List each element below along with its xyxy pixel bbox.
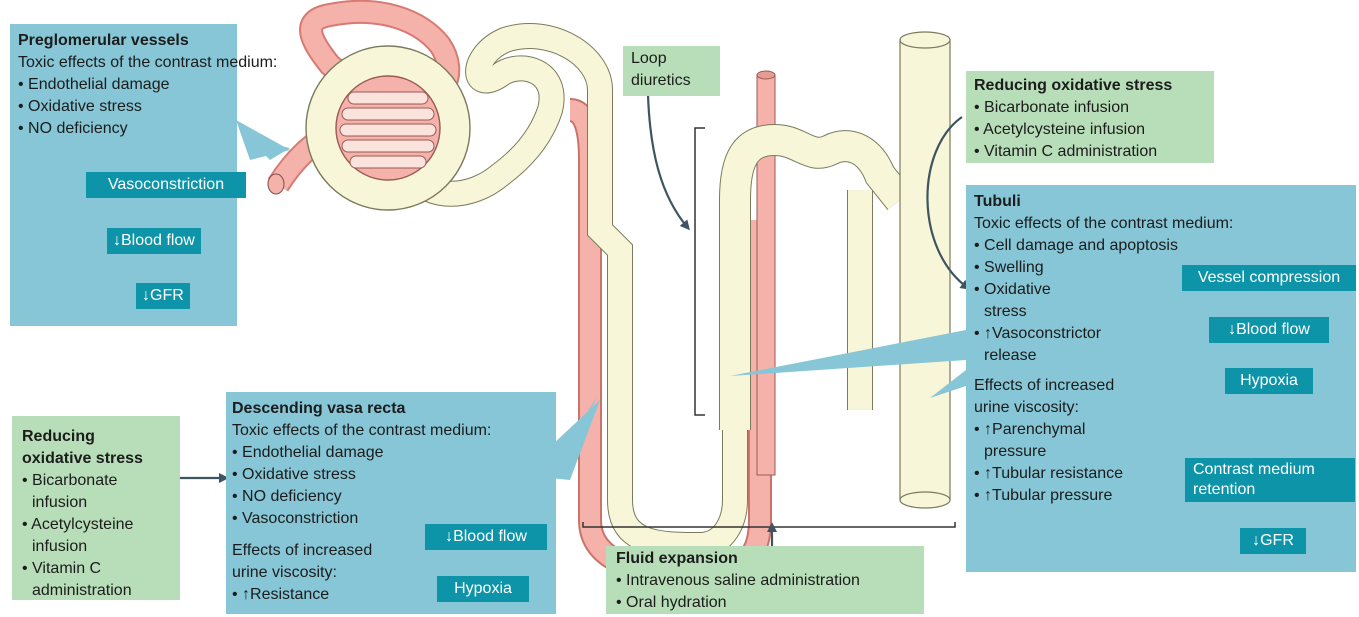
vasa-recta-blood-flow-label: ↓Blood flow (425, 524, 547, 550)
tubuli-title: Tubuli (974, 191, 1348, 213)
tubuli-hypoxia-label: Hypoxia (1225, 368, 1313, 394)
collecting-duct (900, 40, 950, 500)
oxidative-left-item: • Bicarbonate (22, 470, 170, 492)
oxidative-top-item: • Vitamin C administration (974, 141, 1206, 163)
reducing-oxidative-stress-left-box: Reducing oxidative stress • Bicarbonate … (12, 416, 180, 600)
oxidative-left-item: administration (22, 580, 170, 602)
contrast-retention-line: Contrast medium (1193, 460, 1347, 480)
vessel-compression-label: Vessel compression (1182, 265, 1356, 291)
fluid-item: • Intravenous saline administration (616, 570, 914, 592)
vasa-recta-item: • Oxidative stress (232, 464, 550, 486)
preglomerular-item: • Endothelial damage (18, 74, 229, 96)
vasoconstriction-label: Vasoconstriction (86, 172, 246, 198)
vasa-recta-item: • NO deficiency (232, 486, 550, 508)
preglomerular-item: • Oxidative stress (18, 96, 229, 118)
oxidative-left-item: • Vitamin C (22, 558, 170, 580)
tubuli-blood-flow-label: ↓Blood flow (1209, 317, 1329, 343)
vasa-recta-item: • Endothelial damage (232, 442, 550, 464)
loop-diuretics-line: Loop (631, 48, 712, 70)
tubuli-item: • Cell damage and apoptosis (974, 235, 1348, 257)
oxidative-left-title: Reducing (22, 426, 170, 448)
tubuli-item: • ↑Parenchymal (974, 419, 1348, 441)
contrast-retention-line: retention (1193, 480, 1347, 500)
oxidative-left-item: • Acetylcysteine (22, 514, 170, 536)
contrast-retention-label: Contrast medium retention (1185, 458, 1355, 502)
reducing-oxidative-stress-top-box: Reducing oxidative stress • Bicarbonate … (966, 71, 1214, 163)
preglomerular-item: • NO deficiency (18, 118, 229, 140)
preglomerular-subtitle: Toxic effects of the contrast medium: (18, 52, 229, 74)
oxidative-left-title: oxidative stress (22, 448, 170, 470)
preglomerular-title: Preglomerular vessels (18, 30, 229, 52)
vasa-recta-subtitle: Toxic effects of the contrast medium: (232, 420, 550, 442)
loop-diuretics-line: diuretics (631, 70, 712, 92)
oxidative-left-item: infusion (22, 492, 170, 514)
oxidative-top-item: • Bicarbonate infusion (974, 97, 1206, 119)
fluid-expansion-box: Fluid expansion • Intravenous saline adm… (606, 546, 924, 614)
preglomerular-blood-flow-label: ↓Blood flow (107, 228, 201, 254)
oxidative-left-item: infusion (22, 536, 170, 558)
vasa-recta-hypoxia-label: Hypoxia (437, 576, 529, 602)
fluid-title: Fluid expansion (616, 548, 914, 570)
tubuli-gfr-label: ↓GFR (1240, 528, 1306, 554)
tubuli-item: release (974, 345, 1348, 367)
preglomerular-gfr-label: ↓GFR (136, 283, 190, 309)
tubuli-subtitle: Toxic effects of the contrast medium: (974, 213, 1348, 235)
oxidative-top-title: Reducing oxidative stress (974, 75, 1206, 97)
fluid-item: • Oral hydration (616, 592, 914, 614)
loop-diuretics-box: Loop diuretics (623, 46, 720, 96)
tubuli-viscosity: urine viscosity: (974, 397, 1348, 419)
vasa-recta-title: Descending vasa recta (232, 398, 550, 420)
oxidative-top-item: • Acetylcysteine infusion (974, 119, 1206, 141)
